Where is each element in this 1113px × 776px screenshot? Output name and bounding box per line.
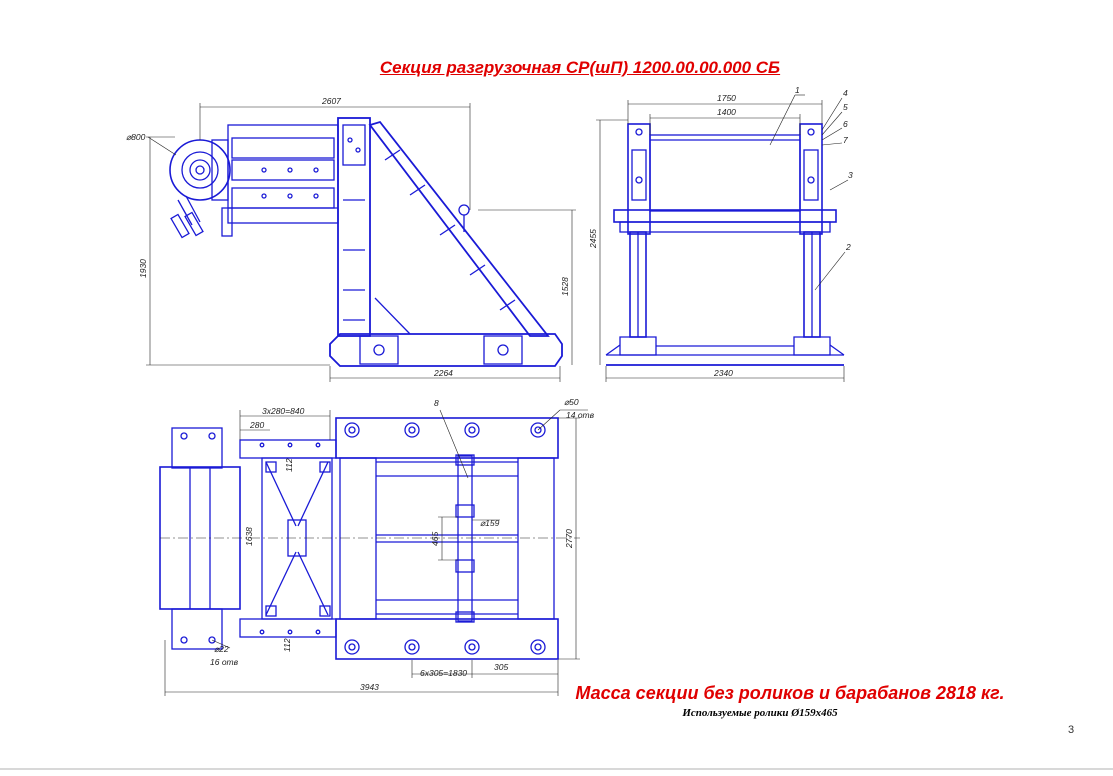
dim-roller-diameter: ⌀159 xyxy=(480,518,500,528)
dim-height-left: 1930 xyxy=(138,259,148,278)
dim-pitch-top: 3х280=840 xyxy=(262,406,305,416)
dim-hole-small: ⌀22 xyxy=(214,644,229,654)
callout-5: 5 xyxy=(843,102,848,112)
drawing-title: Секция разгрузочная СР(шП) 1200.00.00.00… xyxy=(379,58,781,77)
side-view-dimension-lines xyxy=(146,103,576,382)
dim-center-width: 1638 xyxy=(244,527,254,546)
page-bottom-divider xyxy=(0,768,1113,770)
callout-8: 8 xyxy=(434,398,439,408)
dim-gap-top: 112 xyxy=(284,458,294,472)
dim-hole-large-count: 14 отв xyxy=(566,410,595,420)
dim-pitch-bottom: 6х305=1830 xyxy=(420,668,467,678)
top-view xyxy=(159,417,559,660)
dim-hole-small-count: 16 отв xyxy=(210,657,239,667)
dim-front-height: 2455 xyxy=(588,229,598,249)
callout-1: 1 xyxy=(795,85,800,95)
rollers-note: Используемые ролики Ø159х465 xyxy=(682,707,838,719)
side-view xyxy=(169,117,563,367)
dim-pitch-bottom-single: 305 xyxy=(494,662,508,672)
front-view-dimension-lines xyxy=(596,94,849,382)
front-view xyxy=(605,123,845,366)
callout-2: 2 xyxy=(845,242,851,252)
dim-hole-large: ⌀50 xyxy=(564,397,579,407)
callout-3: 3 xyxy=(848,170,853,180)
dim-pitch-single: 280 xyxy=(249,420,264,430)
page-number: 3 xyxy=(1068,724,1075,736)
dim-total-length: 2607 xyxy=(321,96,341,106)
dim-outer-width: 1750 xyxy=(717,93,736,103)
dim-gap-bottom: 112 xyxy=(282,638,292,652)
dim-inner-width: 1400 xyxy=(717,107,736,117)
dim-height-right: 1528 xyxy=(560,277,570,296)
mass-note: Масса секции без роликов и барабанов 281… xyxy=(575,683,1005,703)
dim-base-width: 2340 xyxy=(713,368,733,378)
callout-6: 6 xyxy=(843,119,848,129)
dim-overall-length: 3943 xyxy=(360,682,379,692)
dim-base-length: 2264 xyxy=(433,368,453,378)
dim-overall-width: 2770 xyxy=(564,529,574,549)
callout-4: 4 xyxy=(843,88,848,98)
dim-roller-length: 465 xyxy=(430,532,440,546)
top-view-dimension-lines xyxy=(160,409,588,696)
dim-drum-diameter: ⌀800 xyxy=(126,132,146,142)
callout-7: 7 xyxy=(843,135,848,145)
